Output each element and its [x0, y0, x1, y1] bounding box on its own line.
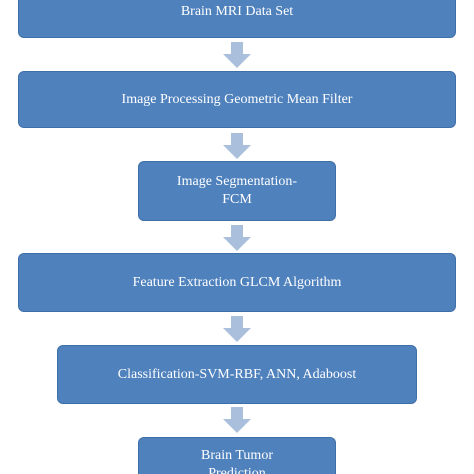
step-classification: Classification-SVM-RBF, ANN, Adaboost [57, 345, 417, 404]
step-label: Classification-SVM-RBF, ANN, Adaboost [117, 366, 357, 382]
step-label-line2: Prediction [208, 466, 266, 474]
step-label: Image Segmentation- FCM [139, 173, 335, 209]
down-arrow-icon [223, 225, 251, 251]
step-image-segmentation: Image Segmentation- FCM [138, 161, 336, 221]
down-arrow-icon [223, 133, 251, 159]
step-brain-mri-data-set: Brain MRI Data Set [18, 0, 456, 38]
down-arrow-icon [223, 316, 251, 342]
step-label: Brain Tumor Prediction [139, 447, 335, 474]
down-arrow-icon [223, 407, 251, 433]
step-label-line1: Image Segmentation- [176, 174, 298, 189]
step-image-processing: Image Processing Geometric Mean Filter [18, 71, 456, 128]
step-brain-tumor-prediction: Brain Tumor Prediction [138, 437, 336, 474]
step-feature-extraction: Feature Extraction GLCM Algorithm [18, 253, 456, 312]
step-label-line1: Brain Tumor [201, 448, 273, 463]
down-arrow-icon [223, 42, 251, 68]
step-label: Brain MRI Data Set [180, 4, 294, 19]
step-label: Feature Extraction GLCM Algorithm [132, 274, 342, 290]
step-label: Image Processing Geometric Mean Filter [121, 91, 353, 107]
step-label-line2: FCM [222, 192, 252, 207]
